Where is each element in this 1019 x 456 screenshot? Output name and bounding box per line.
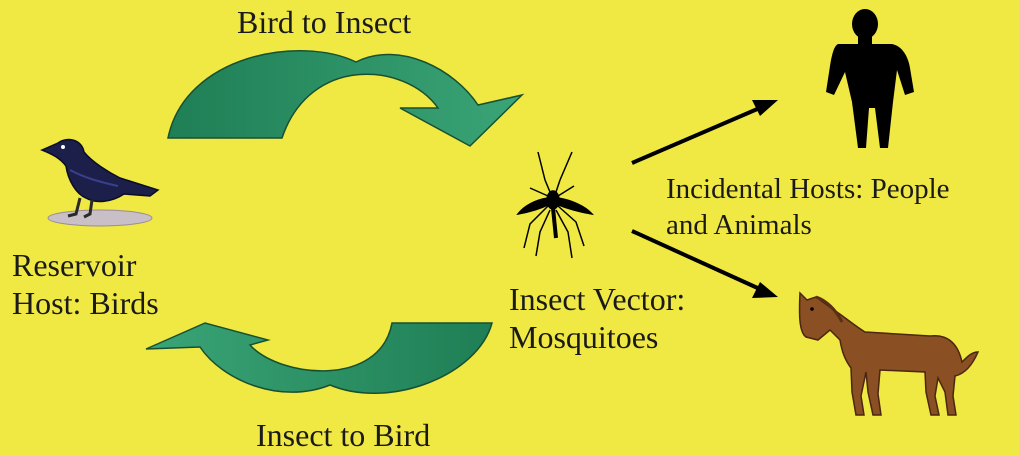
insect-to-bird-label: Insect to Bird — [256, 416, 430, 454]
horse-icon — [800, 293, 978, 415]
cycle-arrow-top — [168, 51, 522, 146]
vector-label-line1: Insect Vector: — [509, 280, 685, 318]
bird-to-insect-label: Bird to Insect — [237, 3, 411, 41]
vector-label-line2: Mosquitoes — [509, 318, 658, 356]
person-silhouette-icon — [826, 9, 914, 148]
reservoir-label-line2: Host: Birds — [12, 284, 159, 322]
incidental-label-line2: and Animals — [666, 206, 812, 244]
mosquito-icon — [518, 152, 592, 258]
cycle-arrow-bottom — [146, 323, 492, 393]
reservoir-label-line1: Reservoir — [12, 246, 136, 284]
arrow-to-person — [632, 100, 778, 163]
crow-icon — [42, 140, 158, 226]
incidental-label-line1: Incidental Hosts: People — [666, 170, 950, 208]
